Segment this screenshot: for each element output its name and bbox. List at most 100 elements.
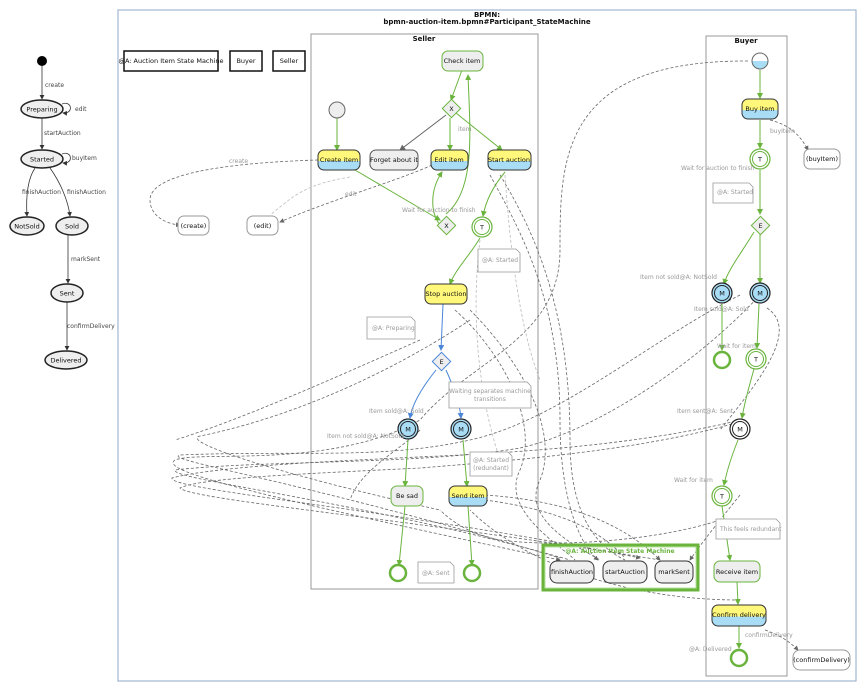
legend-seller-label: Seller [280, 57, 299, 65]
legend-seller [272, 50, 306, 72]
buy-edge-label: buyItem [770, 128, 795, 135]
ext-buy-item[interactable] [803, 148, 841, 170]
sm-edit-label: edit [75, 106, 87, 113]
ext-buy-item-label: (buyItem) [806, 155, 838, 163]
svg-text:@A: Started: @A: Started [473, 457, 509, 464]
buyer-note-redundant: This feels redundant [715, 518, 782, 540]
seller-end-sad[interactable] [388, 563, 408, 583]
sm-create-label: create [45, 82, 64, 89]
ext-edit[interactable] [246, 215, 279, 236]
task-check-item-label: Check item [444, 57, 481, 65]
legend-state-machine-label: @A: Auction Item State Machine [118, 57, 223, 65]
state-sold-label: Sold [65, 223, 79, 231]
seller-end-sent[interactable] [462, 563, 482, 583]
buyer-msg-sent-marker: M [737, 426, 743, 434]
machine-start-auction[interactable] [602, 560, 648, 584]
ext-create-label: (create) [181, 222, 207, 230]
buyer-wait-item-label: Wait for item [717, 343, 756, 350]
legend-buyer [229, 50, 263, 72]
task-buy-item[interactable] [741, 98, 779, 120]
sm-confirm-label: confirmDelivery [67, 323, 115, 330]
seller-msg-sold-marker: M [458, 426, 464, 434]
state-started[interactable] [20, 149, 64, 169]
svg-text:Waiting separates machine: Waiting separates machine [449, 388, 531, 395]
task-forget-label: Forget about it [370, 156, 418, 164]
buyer-msg-sold-marker: M [757, 290, 763, 298]
ext-create[interactable] [177, 215, 210, 236]
sm-buy-item-label: buyItem [72, 155, 97, 162]
task-stop-auction-label: Stop auction [426, 290, 467, 298]
svg-text:@A: Preparing: @A: Preparing [372, 325, 415, 332]
task-stop-auction[interactable] [424, 283, 468, 305]
buyer-timer-1-marker: T [757, 156, 762, 164]
machine-finish-auction-label: finishAuction [551, 568, 593, 576]
sm-start-auction-label: startAuction [44, 130, 81, 137]
sm-finish-a-label: finishAuction [22, 189, 61, 196]
task-receive-item[interactable] [713, 560, 761, 583]
buyer-note-started: @A: Started [712, 182, 754, 204]
buyer-lane-label: Buyer [734, 37, 758, 45]
gateway-wait[interactable] [436, 215, 457, 236]
note-preparing: @A: Preparing [366, 316, 416, 340]
note-started-redundant: @A: Started (redundant) [469, 451, 513, 477]
buyer-timer-3-marker: T [719, 493, 724, 501]
buyer-end-not-sold[interactable] [712, 350, 732, 370]
task-edit-item[interactable] [430, 149, 469, 171]
seller-start-event[interactable] [328, 101, 346, 119]
legend-state-machine [123, 50, 219, 72]
seller-item-sold-label: Item sold@A: Sold [369, 408, 424, 415]
state-delivered-label: Delivered [50, 357, 81, 365]
seller-lane-label: Seller [413, 35, 436, 43]
buyer-lane [705, 35, 788, 677]
buyer-item-sold-label: Item sold@A: Sold [694, 306, 749, 313]
machine-start-auction-label: startAuction [605, 568, 645, 576]
task-send-item[interactable] [448, 485, 488, 507]
gateway-event[interactable] [431, 351, 452, 372]
machine-finish-auction[interactable] [549, 560, 595, 584]
svg-text:@A: Sent: @A: Sent [422, 570, 450, 577]
buyer-start-event[interactable] [751, 52, 769, 70]
task-be-sad[interactable] [390, 485, 424, 507]
task-start-auction[interactable] [487, 149, 532, 171]
state-not-sold-label: NotSold [14, 223, 39, 231]
ext-edit-label: (edit) [254, 222, 272, 230]
bpmn-title-line1: BPMN: [474, 11, 500, 19]
svg-text:This feels redundant: This feels redundant [719, 526, 782, 533]
task-forget[interactable] [369, 149, 419, 171]
bpmn-frame [117, 9, 857, 682]
machine-pool [541, 543, 700, 592]
gateway-check-marker: X [449, 105, 454, 113]
machine-mark-sent[interactable] [654, 560, 694, 584]
state-delivered[interactable] [44, 350, 88, 370]
task-edit-item-label: Edit item [434, 156, 463, 164]
task-create-item[interactable] [317, 149, 361, 171]
sm-finish-b-label: finishAuction [67, 189, 106, 196]
initial-state [37, 56, 47, 66]
note-waiting: Waiting separates machine transitions [448, 381, 532, 409]
svg-text:@A: Started: @A: Started [717, 189, 753, 196]
confirm-edge-label: confirmDelivery [745, 632, 793, 639]
gateway-event-marker: E [439, 358, 443, 366]
state-sent-label: Sent [60, 290, 75, 298]
seller-msg-not-sold-marker: M [405, 426, 411, 434]
task-be-sad-label: Be sad [396, 492, 418, 500]
buyer-gateway-event[interactable] [750, 215, 771, 236]
buyer-gateway-marker: E [758, 222, 762, 230]
task-check-item[interactable] [441, 50, 484, 72]
buyer-end-delivered[interactable] [729, 648, 749, 668]
buyer-item-sent-label: Item sent@A: Sent [677, 408, 734, 415]
seller-lane [310, 33, 539, 590]
state-preparing-label: Preparing [26, 106, 57, 114]
state-not-sold[interactable] [9, 216, 45, 236]
task-create-item-label: Create item [320, 156, 358, 164]
seller-timer-marker: T [479, 224, 484, 232]
task-confirm-delivery[interactable] [711, 604, 767, 627]
buyer-flow: Buy item buyItem (buyItem) T Wait for au… [640, 52, 851, 671]
gateway-check[interactable] [441, 98, 462, 119]
state-sold[interactable] [55, 216, 89, 236]
sm-mark-sent-label: markSent [71, 256, 101, 263]
state-started-label: Started [30, 156, 54, 164]
ext-confirm-delivery[interactable] [792, 649, 851, 671]
edit-edge-label: edit [345, 191, 357, 198]
